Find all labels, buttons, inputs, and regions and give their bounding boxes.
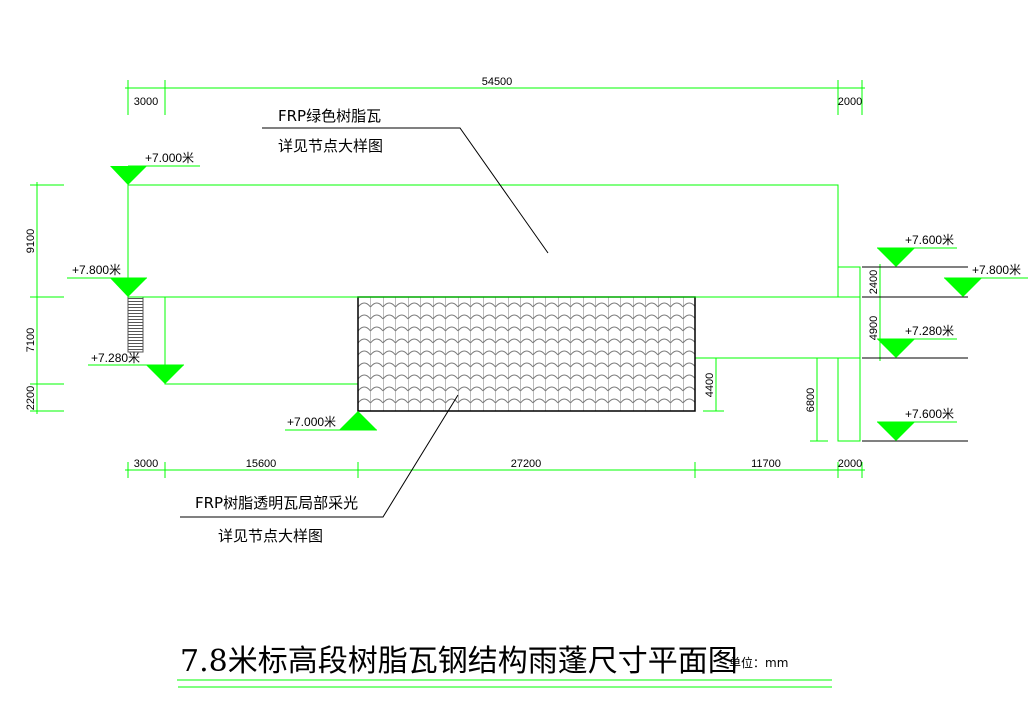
dim-top-left: 3000 bbox=[134, 96, 158, 108]
dim-6800: 6800 bbox=[805, 388, 817, 412]
dim-left-1: 9100 bbox=[25, 229, 37, 253]
stair bbox=[127, 296, 144, 353]
dim-total-width: 54500 bbox=[482, 76, 513, 88]
left-dimension: 9100 7100 2200 bbox=[25, 182, 64, 414]
dim-left-3: 2200 bbox=[25, 386, 37, 410]
elevation-marker-right-1: +7.600米 bbox=[877, 233, 957, 267]
elevation-label: +7.800米 bbox=[972, 263, 1021, 277]
note-line-1: FRP树脂透明瓦局部采光 bbox=[195, 494, 358, 512]
elevation-label: +7.000米 bbox=[145, 151, 194, 165]
dim-bottom-5: 2000 bbox=[838, 458, 862, 470]
dim-left-2: 7100 bbox=[25, 328, 37, 352]
elevation-marker-right-2: +7.800米 bbox=[944, 263, 1028, 297]
dim-bottom-2: 15600 bbox=[246, 458, 277, 470]
elevation-marker-mid-left: +7.800米 bbox=[67, 263, 147, 297]
inner-dimensions: 4400 6800 bbox=[703, 358, 828, 442]
green-tile-roof-lower-left bbox=[164, 296, 359, 385]
transparent-tile-skylight bbox=[357, 296, 696, 412]
elevation-label: +7.280米 bbox=[91, 351, 140, 365]
unit-label: 单位：mm bbox=[729, 655, 788, 670]
dim-right-1: 2400 bbox=[868, 270, 880, 294]
elevation-label: +7.800米 bbox=[72, 263, 121, 277]
note-line-2: 详见节点大样图 bbox=[218, 527, 323, 545]
elevation-label: +7.000米 bbox=[287, 415, 336, 429]
note-line-2: 详见节点大样图 bbox=[278, 137, 383, 155]
drawing-title: 7.8米标高段树脂瓦钢结构雨蓬尺寸平面图 bbox=[180, 644, 738, 679]
green-tile-roof-lower-right bbox=[694, 266, 861, 442]
note-line-1: FRP绿色树脂瓦 bbox=[278, 107, 381, 125]
elevation-marker-top-left: +7.000米 bbox=[110, 151, 200, 185]
dim-top-right: 2000 bbox=[838, 96, 862, 108]
elevation-label: +7.600米 bbox=[905, 233, 954, 247]
dim-bottom-1: 3000 bbox=[134, 458, 158, 470]
elevation-marker-low-left: +7.280米 bbox=[88, 351, 184, 384]
note-green-tile: FRP绿色树脂瓦 详见节点大样图 bbox=[262, 107, 549, 254]
right-dimension: 2400 4900 bbox=[862, 264, 968, 442]
dim-4400: 4400 bbox=[704, 373, 716, 397]
dim-bottom-4: 11700 bbox=[751, 458, 781, 470]
note-transparent-tile: FRP树脂透明瓦局部采光 详见节点大样图 bbox=[180, 394, 459, 545]
bottom-dimension: 3000 15600 27200 11700 2000 bbox=[125, 458, 865, 478]
dim-right-2: 4900 bbox=[868, 316, 880, 340]
elevation-label: +7.600米 bbox=[905, 407, 954, 421]
dim-bottom-3: 27200 bbox=[511, 458, 542, 470]
green-tile-roof-upper bbox=[127, 184, 839, 298]
elevation-marker-right-4: +7.600米 bbox=[877, 407, 957, 441]
elevation-label: +7.280米 bbox=[905, 324, 954, 338]
elevation-marker-bottom-center: +7.000米 bbox=[285, 411, 377, 431]
top-dimension: 54500 3000 2000 bbox=[125, 76, 865, 115]
elevation-marker-right-3: +7.280米 bbox=[877, 324, 957, 358]
